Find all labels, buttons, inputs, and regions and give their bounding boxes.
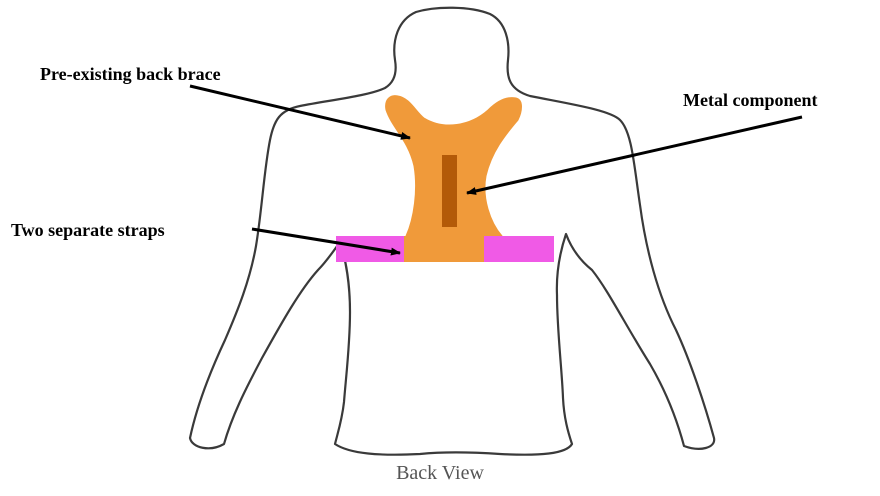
metal-component bbox=[442, 155, 457, 227]
arrow-back-brace bbox=[190, 86, 410, 138]
strap-right bbox=[484, 236, 554, 262]
label-straps: Two separate straps bbox=[11, 220, 165, 241]
brace-waist-band bbox=[404, 236, 484, 262]
label-metal-component: Metal component bbox=[683, 90, 817, 111]
arrow-metal-component bbox=[467, 117, 802, 193]
label-back-brace: Pre-existing back brace bbox=[40, 64, 221, 85]
caption-back-view: Back View bbox=[0, 462, 880, 485]
